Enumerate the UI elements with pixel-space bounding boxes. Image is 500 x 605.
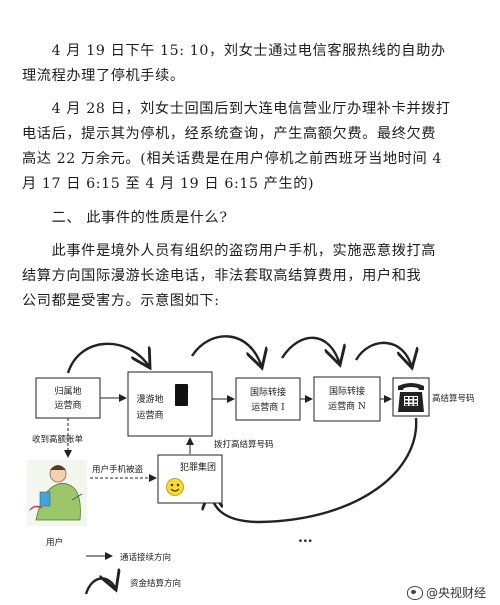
text-line: 4 月 19 日下午 15: 10，刘女士通过电信客服热线的自助办 [22,43,446,59]
transit-operator-1-box [235,377,301,421]
transit-operator-1-label: 运营商 I [251,401,285,413]
phone-stolen-label: 用户手机被盗 [92,464,144,475]
fund-arrow [190,335,262,368]
paragraph-2: 4 月 28 日，刘女士回国后到大连电信营业厅办理补卡并拨打 电话后，提示其为停… [22,97,451,197]
transit-operator-1-label: 国际转接 [250,386,286,398]
text-line: 此事件是境外人员有组织的盗窃用户手机，实施恶意拨打高 [22,243,437,259]
watermark-text: @央视财经 [425,586,486,600]
transit-operator-n-label: 国际转接 [329,385,365,397]
fund-arrow [354,341,412,368]
roaming-operator-box [127,371,213,437]
user-label: 用户 [46,537,63,548]
paragraph-3: 此事件是境外人员有组织的盗窃用户手机，实施恶意拨打高 结算方向国际漫游长途电话，… [22,239,436,314]
high-rate-number-label: 高结算号码 [432,393,475,404]
smiley-icon [166,478,184,496]
text-line: 公司都是受害方。示意图如下: [22,293,220,309]
text-line: 电话后，提示其为停机，经系统查询，产生高额欠费。最终欠费 [22,126,437,142]
transit-operator-n-box [313,376,381,422]
home-operator-label: 归属地 [54,385,81,397]
cctv-logo-icon [406,585,423,600]
fund-arrow [280,336,340,365]
home-operator-box [35,377,101,419]
roaming-operator-label: 漫游地 [136,393,163,405]
text-line: 高达 22 万余元。(相关话费是在用户停机之前西班牙当地时间 4 [22,151,443,167]
text-line: 理流程办理了停机手续。 [22,68,185,84]
text-line: 月 17 日 6:15 至 4 月 19 日 6:15 产生的) [22,176,315,192]
roaming-tower-icon [175,384,188,406]
text-line: 4 月 28 日，刘女士回国后到大连电信营业厅办理补卡并拨打 [22,101,451,117]
roaming-operator-label: 运营商 [136,409,163,421]
heading-line: 二、 此事件的性质是什么? [22,210,228,226]
paragraph-1: 4 月 19 日下午 15: 10，刘女士通过电信客服热线的自助办 理流程办理了… [22,39,446,89]
dial-high-rate-label: 拨打高结算号码 [214,439,274,450]
legend-call-label: 通话接续方向 [120,552,171,563]
watermark: @央视财经 [406,584,486,601]
text-line: 结算方向国际漫游长途电话，非法套取高结算费用，用户和我 [22,268,422,284]
ellipsis-text: ... [298,530,313,546]
fund-arrow [66,342,150,374]
legend-fund-label: 资金结算方向 [130,578,181,589]
section-heading: 二、 此事件的性质是什么? [22,206,228,231]
received-bill-label: 收到高额账单 [32,434,84,445]
crime-group-label: 犯罪集团 [180,461,216,473]
fund-arrow [210,417,418,524]
home-operator-label: 运营商 [54,399,81,411]
legend-fund-arrow [84,578,116,595]
crime-group-box [157,454,223,504]
transit-operator-n-label: 运营商 N [328,400,366,412]
user-illustration [27,460,87,526]
